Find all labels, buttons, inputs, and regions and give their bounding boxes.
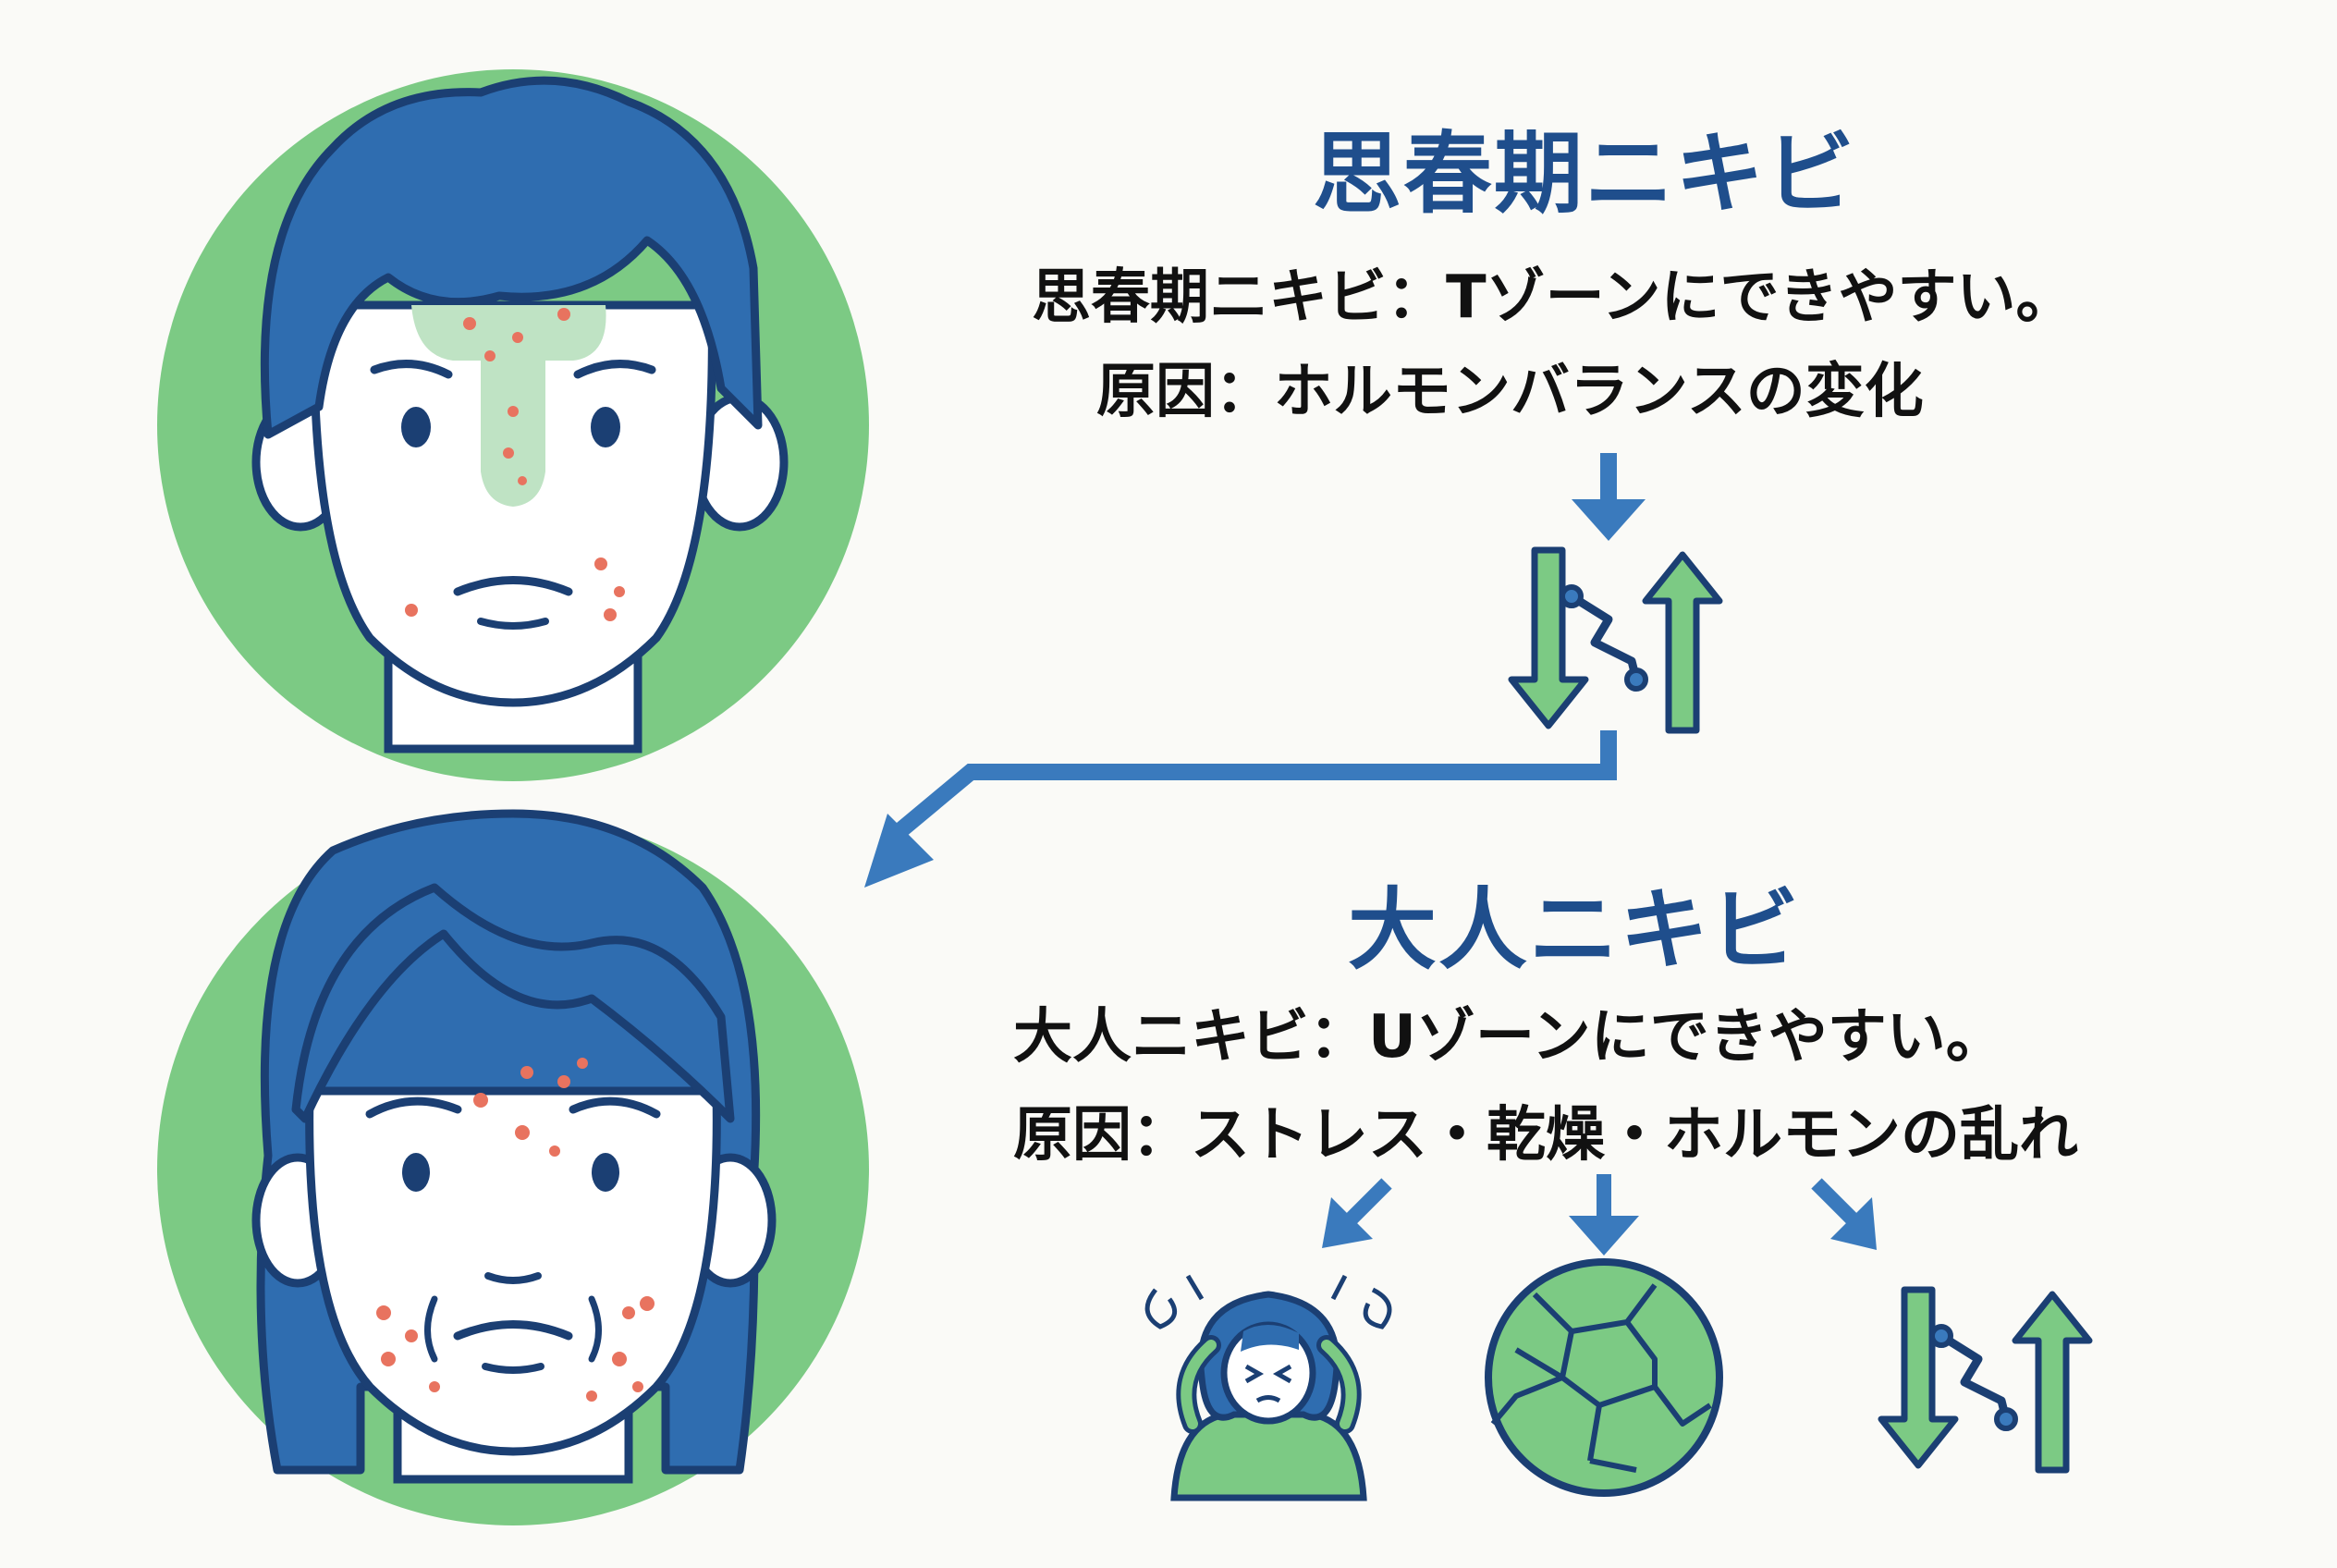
down-arrow-icon — [1572, 453, 1646, 541]
down-arrow-icon — [1569, 1174, 1639, 1256]
hormone-balance-icon — [1878, 1286, 2093, 1474]
teen-acne-title: 思春期ニキビ — [1313, 122, 1856, 226]
down-arrow-icon — [1811, 1178, 1877, 1250]
dry-skin-icon — [1485, 1258, 1723, 1497]
adult-acne-location-text: 大人ニキビ：Uゾーンにできやすい。 — [1013, 1003, 2005, 1072]
acne-spots — [405, 308, 625, 621]
down-arrow-icon — [1322, 1178, 1392, 1248]
adult-face-icon — [157, 809, 869, 1525]
acne-spots — [376, 1058, 655, 1402]
teen-face-icon — [157, 69, 869, 781]
stress-icon — [1144, 1274, 1392, 1501]
teen-acne-location-text: 思春期ニキビ：Tゾーンにできやすい。 — [1032, 263, 2075, 332]
adult-acne-title: 大人ニキビ — [1348, 878, 1801, 982]
hormone-balance-icon — [1508, 546, 1723, 734]
flow-arrow — [864, 730, 1617, 888]
teen-acne-cause-text: 原因：ホルモンバランスの変化 — [1096, 358, 1924, 426]
adult-acne-cause-text: 原因：ストレス・乾燥・ホルモンの乱れ — [1013, 1101, 2078, 1170]
